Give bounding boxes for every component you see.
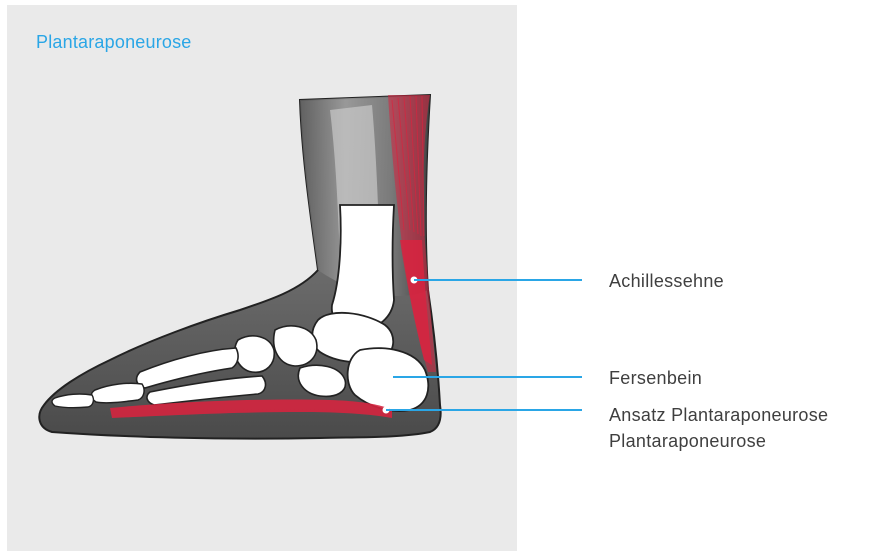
heel-bone-label: Fersenbein bbox=[609, 367, 702, 389]
insertion-label: Ansatz Plantaraponeurose bbox=[609, 404, 828, 426]
achilles-label: Achillessehne bbox=[609, 270, 724, 292]
aponeurosis-label: Plantaraponeurose bbox=[609, 430, 766, 452]
